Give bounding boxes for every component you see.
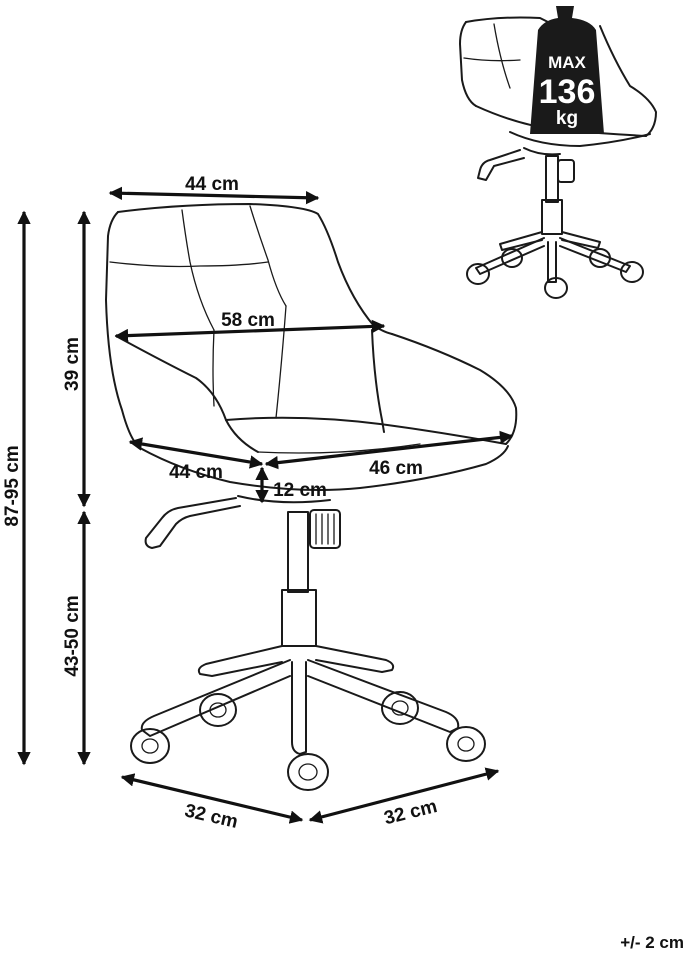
- label-seat-depth: 44 cm: [169, 462, 223, 483]
- label-seat-thickness: 12 cm: [273, 480, 327, 501]
- max-load-value: 136: [539, 73, 596, 111]
- dimension-arrows: [17, 186, 514, 824]
- label-base-right: 32 cm: [382, 796, 439, 829]
- label-seat-height: 43-50 cm: [62, 595, 83, 676]
- label-seat-width: 46 cm: [369, 458, 423, 479]
- dimension-labels: 44 cm 87-95 cm 39 cm 58 cm 44 cm 46 cm 1…: [2, 174, 439, 833]
- label-base-left: 32 cm: [183, 800, 240, 833]
- max-load-unit: kg: [556, 108, 578, 129]
- label-total-height: 87-95 cm: [2, 445, 23, 526]
- small-chair-illustration: [459, 16, 657, 299]
- tolerance-note: +/- 2 cm: [620, 933, 684, 952]
- weight-icon: [530, 6, 604, 134]
- label-armrest-width: 58 cm: [221, 310, 275, 331]
- label-seat-width-top: 44 cm: [185, 174, 239, 195]
- label-backrest-height: 39 cm: [62, 337, 83, 391]
- max-load-weight-badge: MAX 136 kg: [530, 6, 604, 134]
- max-load-label: MAX: [548, 53, 586, 72]
